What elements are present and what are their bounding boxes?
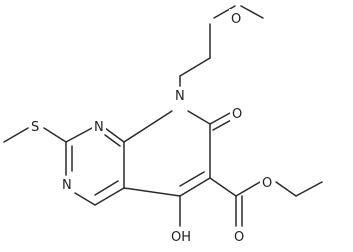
atom-label-s-methylthio: S — [31, 120, 39, 135]
atom-s-methylthio: S — [30, 118, 42, 135]
bond-c2-n1 — [65, 127, 93, 143]
bond-c5-c4a — [123, 187, 181, 197]
bond-n1-c8a — [104, 127, 125, 143]
bond-methyl-methoxy — [240, 5, 264, 19]
atom-label-n3: N — [62, 178, 72, 193]
bond-c8a-n8 — [123, 110, 173, 143]
bond-methyl-s — [3, 127, 29, 143]
atom-label-o-carbonyl-ring: O — [232, 107, 242, 122]
atom-o-carbonyl-ring: O — [230, 105, 244, 122]
bond-c6-c5 — [179, 177, 211, 197]
bond-carbonyl-o-single — [235, 181, 261, 197]
atom-o-ester-single: O — [260, 174, 274, 191]
bond-ch2-ch2 — [179, 57, 211, 77]
bond-methoxy-o-ch2 — [213, 5, 236, 19]
atom-label-n8: N — [175, 89, 185, 104]
atom-label-o-methoxy: O — [231, 12, 241, 27]
atom-label-o-ester-double: O — [234, 230, 244, 245]
atom-n8: N — [173, 87, 187, 104]
bond-s-c2 — [43, 127, 67, 143]
bond-lines — [3, 5, 323, 227]
bond-c6-carbonyl — [209, 177, 237, 197]
atom-o-methoxy: O — [229, 9, 243, 27]
bond-c7-o-double — [212, 118, 234, 131]
bond-c4a-c4 — [94, 187, 125, 206]
atom-oh: OH — [170, 228, 194, 245]
atom-o-ester-double: O — [232, 228, 246, 245]
atom-n3: N — [60, 176, 74, 193]
atom-labels: O N S N N O O O — [30, 9, 274, 245]
atom-n1: N — [92, 118, 106, 135]
bond-c4-n3 — [74, 192, 96, 206]
bond-n1-c8a-inner — [104, 134, 121, 147]
atom-label-oh: OH — [171, 230, 191, 245]
bond-o-ch2 — [275, 181, 297, 197]
atom-label-n1: N — [94, 120, 104, 135]
atom-label-o-ester-single: O — [262, 176, 272, 191]
bond-c4-c4-inner — [94, 180, 119, 196]
bond-c7-o — [209, 112, 231, 125]
bond-ch2-ch3 — [295, 181, 323, 197]
bond-n8-c7 — [187, 110, 211, 125]
bond-c6-c5-inner — [179, 171, 205, 187]
